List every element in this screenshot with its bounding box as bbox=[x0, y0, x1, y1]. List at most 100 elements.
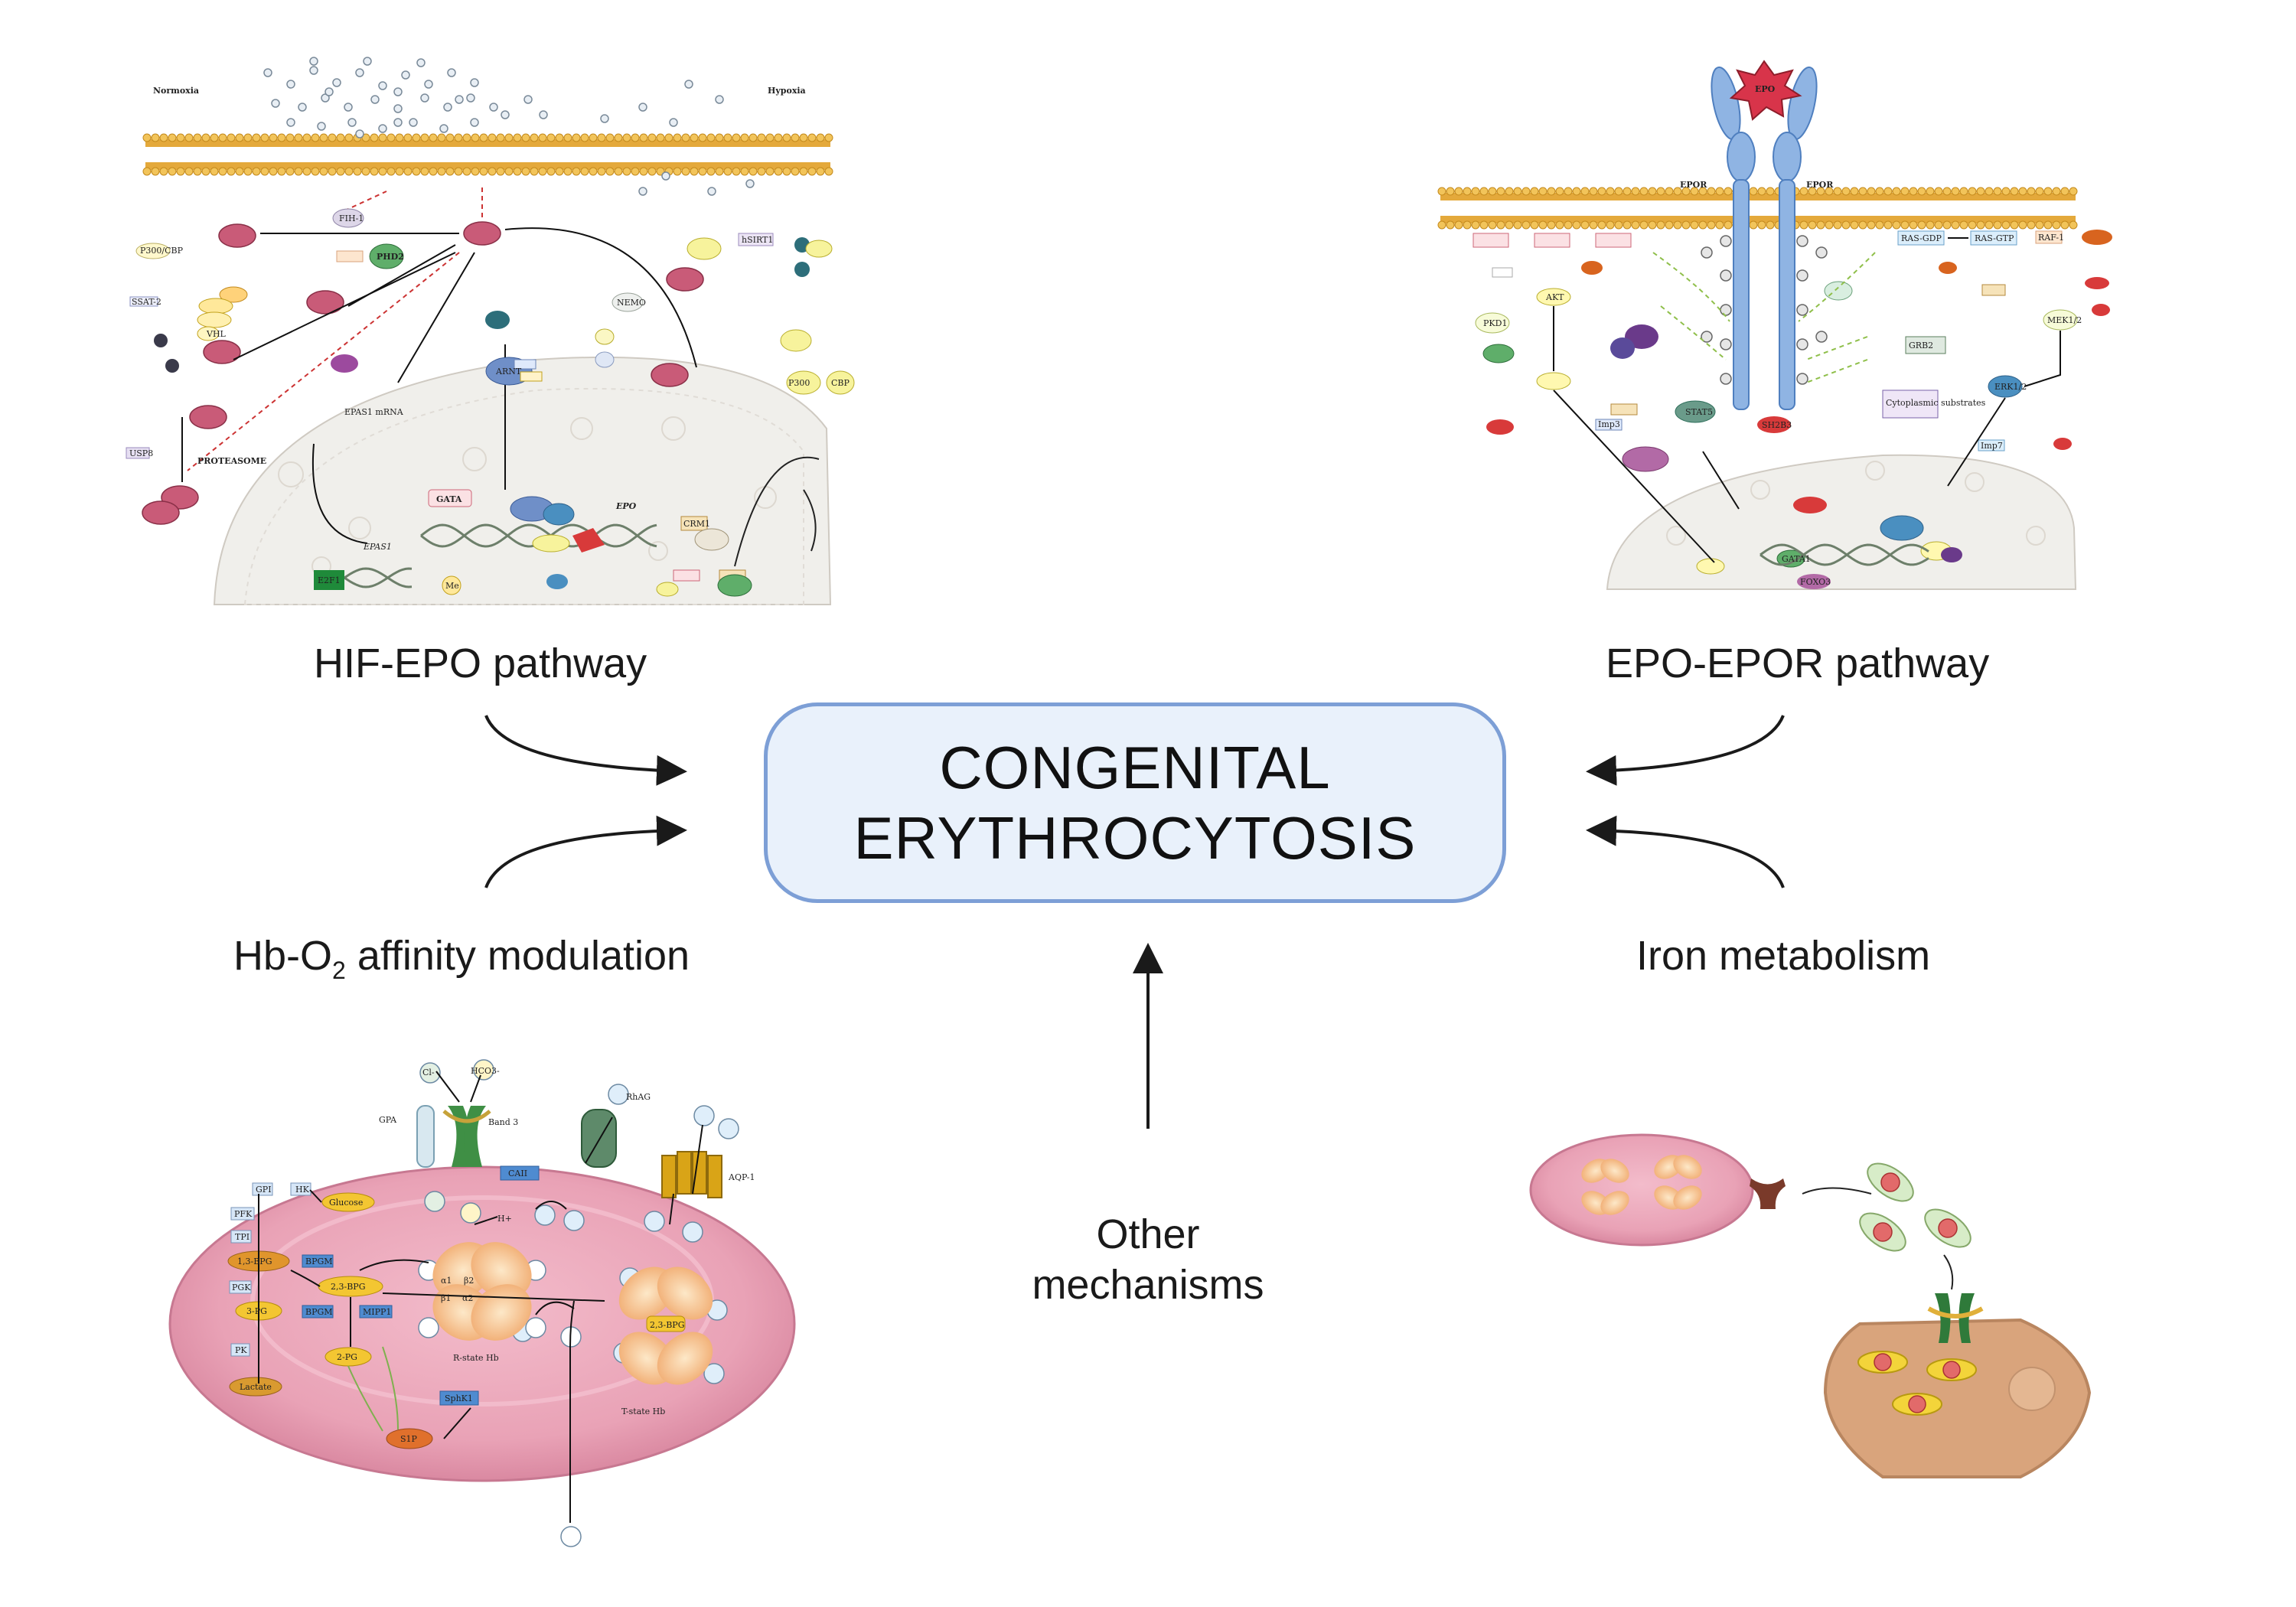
ferroportin bbox=[1935, 1293, 1975, 1343]
cbp-label: CBP bbox=[831, 378, 850, 388]
other-line1: Other bbox=[1096, 1211, 1200, 1257]
cl-top-label: Cl- bbox=[422, 1068, 435, 1077]
hif2a-protein bbox=[142, 500, 180, 525]
mipp1-label: MIPP1 bbox=[363, 1307, 391, 1317]
hplus-label: H+ bbox=[497, 1214, 512, 1224]
t-state-label: T-state Hb bbox=[621, 1407, 665, 1416]
hb-o2-subscript: 2 bbox=[332, 956, 346, 984]
hb-o2-suffix: affinity modulation bbox=[345, 933, 690, 979]
normoxia-label: Normoxia bbox=[153, 86, 199, 96]
imp7-label: Imp7 bbox=[1981, 441, 2003, 451]
membrane-transporters bbox=[416, 1105, 722, 1198]
epo-ligand-label: EPO bbox=[1755, 84, 1776, 94]
epor-left-label: EPOR bbox=[1680, 180, 1707, 190]
epo-receptor-dimer bbox=[1711, 66, 1818, 410]
hk-label: HK bbox=[295, 1185, 310, 1195]
crm1-label: CRM1 bbox=[683, 519, 710, 529]
beta2-label: β2 bbox=[464, 1276, 474, 1286]
epas1-gene-label: EPAS1 bbox=[363, 542, 392, 552]
cytoplasmic-substrates-label: Cytoplasmic substrates bbox=[1886, 398, 1986, 408]
arnt-label: ARNT bbox=[495, 367, 522, 376]
aqp1-label: AQP-1 bbox=[728, 1172, 755, 1182]
gata1-label: GATA1 bbox=[1782, 554, 1811, 564]
alpha1-label: α1 bbox=[441, 1276, 452, 1286]
pg3-label: 3-PG bbox=[246, 1306, 267, 1316]
hif2a-protein bbox=[203, 340, 241, 364]
transferrin-receptor bbox=[1750, 1178, 1786, 1209]
fih1-label: FIH-1 bbox=[339, 214, 364, 223]
hif2a-protein bbox=[666, 267, 704, 292]
akt-label: AKT bbox=[1545, 292, 1564, 302]
band3-label: Band 3 bbox=[488, 1117, 518, 1127]
gata-label: GATA bbox=[436, 494, 462, 504]
grb2-label: GRB2 bbox=[1909, 341, 1933, 350]
sirt1-label: hSIRT1 bbox=[742, 235, 773, 245]
epor-left-signalling bbox=[1473, 233, 1827, 513]
hif2a-protein bbox=[161, 485, 199, 510]
iron-rbc-hb bbox=[1581, 1155, 1702, 1215]
hif2a-protein bbox=[306, 290, 344, 315]
pk-label: PK bbox=[235, 1345, 247, 1355]
nucleus bbox=[213, 356, 832, 605]
hif2a-protein bbox=[651, 363, 689, 387]
arrow-hb-o2 bbox=[484, 815, 687, 888]
macrophage-cell bbox=[1823, 1318, 2092, 1478]
ssat2-label: SSAT-2 bbox=[132, 297, 161, 307]
lactate-label: Lactate bbox=[240, 1382, 272, 1392]
phd2-label: PHD2 bbox=[377, 252, 404, 262]
bpg23-t-label: 2,3-BPG bbox=[650, 1320, 684, 1330]
usp8-label: USP8 bbox=[129, 448, 153, 458]
raf1-label: RAF-1 bbox=[2038, 233, 2064, 243]
ras-gdp-label: RAS-GDP bbox=[1901, 233, 1942, 243]
me-label: Me bbox=[445, 581, 459, 591]
cell-membrane-right bbox=[1437, 187, 2078, 230]
tpi-label: TPI bbox=[235, 1232, 249, 1242]
imp3-label: Imp3 bbox=[1598, 419, 1620, 429]
arrow-epo-epor bbox=[1586, 715, 1785, 786]
s1p-label: S1P bbox=[400, 1434, 418, 1444]
gpi-label: GPI bbox=[256, 1185, 272, 1195]
stat5-label: STAT5 bbox=[1685, 407, 1713, 417]
nemo-label: NEMO bbox=[617, 298, 646, 308]
epo-epor-label: EPO-EPOR pathway bbox=[1606, 641, 1990, 686]
r-state-label: R-state Hb bbox=[453, 1353, 499, 1363]
erk-label: ERK1/2 bbox=[1994, 382, 2027, 392]
mek-label: MEK1/2 bbox=[2047, 315, 2082, 325]
hif2a-protein bbox=[189, 405, 227, 429]
sphk1-label: SphK1 bbox=[445, 1393, 473, 1403]
vhl-label: VHL bbox=[206, 329, 227, 339]
proteasome-label: PROTEASOME bbox=[197, 456, 266, 466]
title-line-1: CONGENITAL bbox=[939, 734, 1331, 801]
hb-o2-affinity-label: Hb-O2 affinity modulation bbox=[233, 932, 690, 985]
caii-label: CAII bbox=[508, 1169, 527, 1178]
epor-right-signalling bbox=[1696, 230, 2112, 589]
alpha2-label: α2 bbox=[462, 1293, 473, 1303]
arrow-iron bbox=[1586, 815, 1785, 888]
bpg23-label: 2,3-BPG bbox=[331, 1282, 365, 1292]
pg2-label: 2-PG bbox=[337, 1352, 357, 1362]
bpgm-label-1: BPGM bbox=[305, 1257, 333, 1266]
bpgm-label-2: BPGM bbox=[305, 1307, 333, 1317]
rhag-label: RhAG bbox=[626, 1092, 651, 1102]
sh2b3-label: SH2B3 bbox=[1762, 420, 1792, 430]
iron-metabolism-label: Iron metabolism bbox=[1636, 933, 1931, 979]
r-state-hb bbox=[432, 1242, 532, 1341]
epo-star bbox=[1729, 60, 1802, 121]
hco3-top-label: HCO3- bbox=[471, 1066, 500, 1076]
t-state-hb bbox=[618, 1266, 713, 1385]
hb-o2-prefix: Hb-O bbox=[233, 933, 333, 979]
foxo3-label: FOXO3 bbox=[1800, 577, 1831, 587]
red-blood-cell bbox=[168, 1165, 796, 1482]
other-mechanisms-label: Other mechanisms bbox=[1022, 1209, 1274, 1310]
title-line-2: ERYTHROCYTOSIS bbox=[853, 804, 1417, 872]
beta1-label: β1 bbox=[441, 1293, 451, 1303]
p300cbp-label: P300/CBP bbox=[140, 246, 184, 256]
hif-epo-label: HIF-EPO pathway bbox=[314, 641, 647, 686]
nucleus-right bbox=[1606, 454, 2077, 590]
arrow-hif-epo bbox=[484, 715, 687, 786]
glycolysis-boxes bbox=[227, 1165, 540, 1449]
pfk-label: PFK bbox=[234, 1209, 253, 1219]
iron-rbc bbox=[1529, 1133, 1754, 1247]
pgk-label: PGK bbox=[232, 1283, 251, 1292]
glucose-label: Glucose bbox=[329, 1198, 363, 1208]
